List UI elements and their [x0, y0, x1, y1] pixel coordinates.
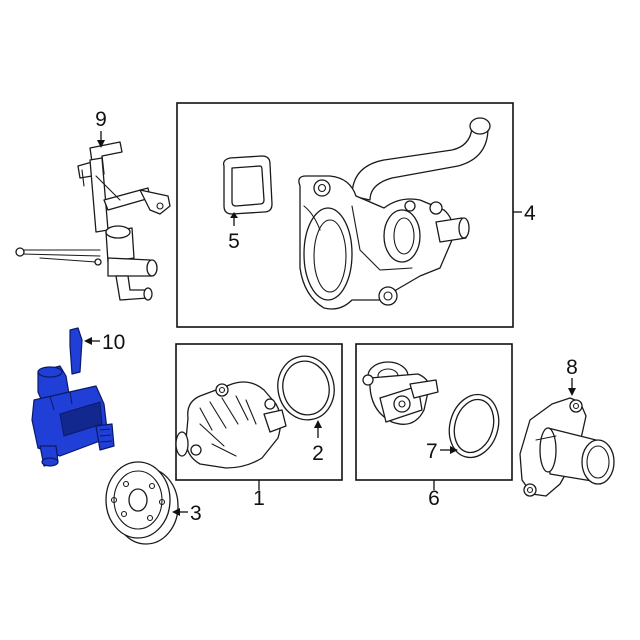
callout-10: 10	[102, 331, 125, 354]
box-thermostat-housing-group	[176, 102, 514, 328]
callout-1: 1	[253, 487, 265, 510]
part-5-gasket[interactable]	[222, 155, 273, 215]
part-3-pulley[interactable]	[105, 461, 179, 545]
thermostat[interactable]	[362, 361, 439, 425]
callout-9: 9	[95, 108, 107, 131]
part-2-o-ring[interactable]	[272, 351, 340, 425]
part-9-bracket-valve[interactable]	[15, 141, 171, 301]
callout-8: 8	[566, 356, 578, 379]
part-10-highlighted-component[interactable]	[31, 327, 115, 467]
part-4-thermostat-housing[interactable]	[298, 117, 491, 310]
part-7-thermostat-seal[interactable]	[442, 389, 506, 464]
callout-2: 2	[312, 442, 324, 465]
part-8-water-outlet[interactable]	[519, 397, 615, 497]
callout-3: 3	[190, 502, 202, 525]
callout-7: 7	[426, 440, 438, 463]
callout-6: 6	[428, 487, 440, 510]
callout-4: 4	[524, 202, 536, 225]
part-1-water-pump[interactable]	[175, 381, 287, 469]
callout-5: 5	[228, 230, 240, 253]
